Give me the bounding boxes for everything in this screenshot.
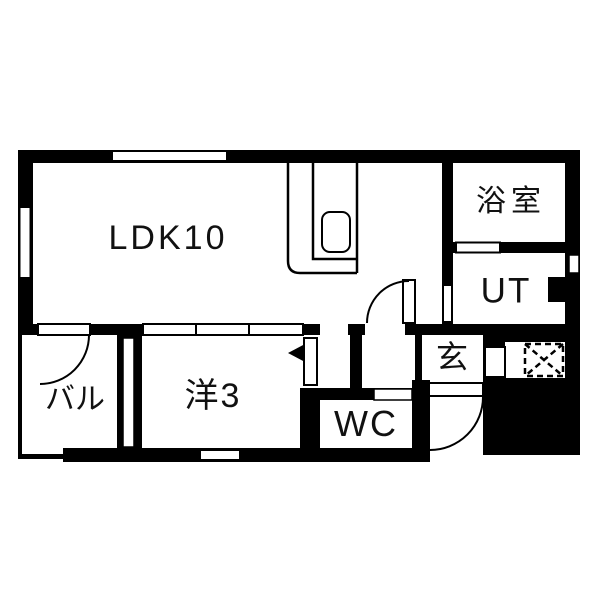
entrance-door-leaf	[428, 382, 484, 397]
room-label-bath: 浴室	[476, 185, 546, 218]
wall-ldk-south-e	[405, 324, 495, 335]
room-label-western-room: 洋3	[184, 377, 242, 415]
wall-balcony-thin-left	[18, 335, 22, 459]
door-direction-triangle-icon	[288, 344, 305, 362]
kitchen-sink	[321, 211, 351, 253]
window-bottom	[199, 449, 241, 461]
bath-door	[455, 241, 501, 254]
room-label-ldk: LDK10	[108, 219, 228, 257]
room-label-balcony: バル	[45, 383, 105, 416]
entrance-mat	[523, 342, 565, 378]
wall-hall-genkan-divider	[415, 335, 422, 392]
entrance-door-arc	[429, 396, 484, 451]
entrance-mat-cross-2	[524, 343, 564, 377]
wall-porch-north	[495, 324, 580, 342]
sliding-door-panel-1	[142, 323, 197, 336]
ut-door	[442, 284, 453, 323]
genkan-step-door	[484, 346, 506, 378]
swing-doors	[37, 279, 484, 451]
wall-wc-east	[412, 380, 430, 462]
window-left	[18, 206, 32, 279]
window-right-notch	[568, 254, 580, 274]
room-label-utility: UT	[480, 271, 532, 311]
balcony-door-leaf	[37, 323, 91, 336]
kitchen-counter-outer	[286, 163, 357, 275]
kitchen-counter-inner	[311, 163, 357, 261]
room-label-wc: WC	[334, 403, 398, 444]
kitchen-counter	[286, 163, 359, 275]
ldk-door-leaf	[402, 279, 416, 324]
room-label-entrance: 玄	[435, 339, 469, 375]
pocket-door-panel	[303, 337, 318, 386]
balcony-door-arc	[39, 334, 90, 385]
wall-ldk-south-a	[33, 324, 40, 335]
window-top	[111, 150, 228, 162]
wall-balcony-thin-bottom	[18, 454, 67, 459]
wall-ldk-south-c	[303, 324, 320, 335]
sliding-door-panel-3	[248, 323, 304, 336]
wall-ldk-south-b	[90, 324, 143, 335]
wall-southeast-mass	[483, 378, 580, 455]
wall-ldk-south-d	[348, 324, 365, 335]
wall-bath-south	[442, 242, 580, 253]
window-balcony-room	[122, 337, 135, 448]
ldk-door-arc	[366, 280, 410, 324]
wall-ut-east-chunk	[548, 277, 565, 302]
sliding-door-panel-2	[195, 323, 250, 336]
wall-wc-west	[300, 400, 320, 462]
windows-and-doors	[18, 150, 580, 461]
wall-closet-hall-divider	[350, 335, 362, 400]
wall-top	[18, 150, 580, 163]
wc-door	[373, 388, 413, 401]
